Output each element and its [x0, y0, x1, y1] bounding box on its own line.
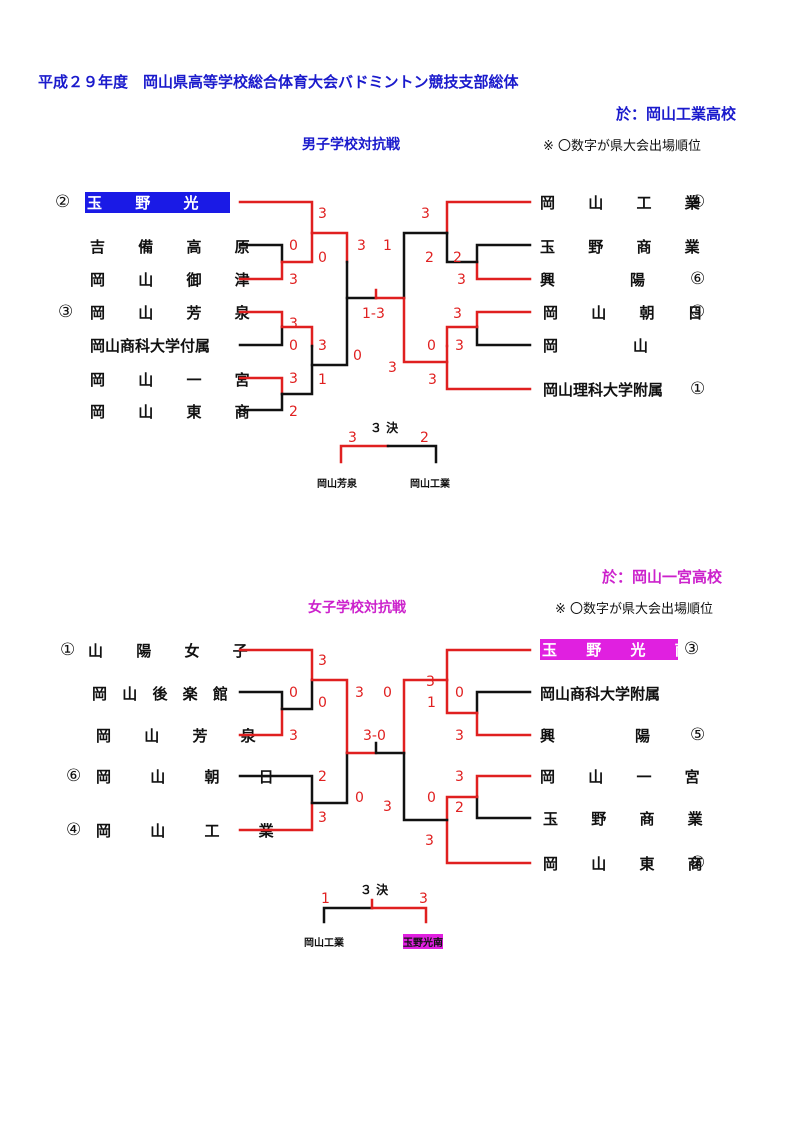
- boys-score: 2: [453, 250, 462, 266]
- boys-score: 3: [318, 206, 327, 222]
- boys-right-team-2: 玉 野 商 業: [540, 238, 714, 256]
- boys-score: 3: [428, 372, 437, 388]
- boys-right-team-5: 岡 山: [543, 337, 652, 355]
- girls-left-team-3: 岡 山 芳 泉: [96, 727, 270, 745]
- girls-score: 0: [427, 790, 436, 806]
- boys-right-mark-1: ④: [690, 192, 706, 212]
- girls-left-team-5: 岡 山 工 業: [96, 822, 291, 840]
- boys-third-team-1: 岡山芳泉: [317, 479, 357, 490]
- girls-score: 3: [455, 769, 464, 785]
- girls-score-final: 3-0: [363, 728, 386, 744]
- boys-score: 3: [457, 272, 466, 288]
- girls-score: 3: [455, 728, 464, 744]
- boys-right-team-3: 興 陽: [540, 271, 649, 289]
- boys-right-mark-4: ⑤: [690, 302, 706, 322]
- page-title: 平成２９年度 岡山県高等学校総合体育大会バドミントン競技支部総体: [38, 73, 519, 91]
- girls-third-score-1: 1: [321, 891, 330, 907]
- girls-right-team-2: 岡山商科大学附属: [540, 685, 661, 703]
- girls-right-team-6: 岡 山 東 商: [543, 855, 717, 873]
- girls-score: 3: [425, 833, 434, 849]
- girls-note: ※ 〇数字が県大会出場順位: [555, 602, 714, 617]
- boys-score: 3: [453, 306, 462, 322]
- girls-third-score-2: 3: [419, 891, 428, 907]
- girls-right-team-1: 玉 野 光 南: [540, 639, 702, 660]
- girls-third-team-1: 岡山工業: [304, 938, 344, 949]
- boys-score: 3: [421, 206, 430, 222]
- boys-heading: 男子学校対抗戦: [302, 137, 400, 153]
- boys-score: 0: [318, 250, 327, 266]
- boys-left-team-3: 岡 山 御 津: [90, 271, 264, 289]
- boys-left-team-7: 岡 山 東 商: [90, 403, 264, 421]
- girls-score: 3: [318, 810, 327, 826]
- boys-score: 2: [289, 404, 298, 420]
- boys-left-mark-4: ③: [58, 302, 74, 322]
- girls-score: 2: [318, 769, 327, 785]
- boys-left-team-6: 岡 山 一 宮: [90, 371, 264, 389]
- boys-right-team-1: 岡 山 工 業: [540, 194, 714, 212]
- boys-note: ※ 〇数字が県大会出場順位: [543, 139, 702, 154]
- boys-right-team-4: 岡 山 朝 日: [543, 304, 717, 322]
- girls-right-mark-3: ⑤: [690, 725, 706, 745]
- girls-left-team-4: 岡 山 朝 日: [96, 768, 291, 786]
- girls-third-label: ３ 決: [360, 883, 389, 897]
- boys-third-score-2: 2: [420, 430, 429, 446]
- boys-left-team-5: 岡山商科大学付属: [90, 337, 211, 355]
- boys-left-team-4: 岡 山 芳 泉: [90, 304, 264, 322]
- girls-left-mark-5: ④: [66, 820, 82, 840]
- girls-left-team-2: 岡 山 後 楽 館: [92, 685, 233, 703]
- girls-venue: 於：岡山一宮高校: [601, 568, 722, 586]
- girls-score: 0: [318, 695, 327, 711]
- boys-third-team-2: 岡山工業: [410, 479, 450, 490]
- girls-heading: 女子学校対抗戦: [308, 600, 406, 616]
- boys-score: 3: [318, 338, 327, 354]
- boys-right-team-6: 岡山理科大学附属: [543, 381, 664, 399]
- girls-score: 1: [427, 695, 436, 711]
- girls-third-team-2: 玉野光南: [403, 934, 443, 949]
- boys-right-mark-6: ①: [690, 379, 706, 399]
- boys-score: 0: [289, 238, 298, 254]
- boys-right-mark-3: ⑥: [690, 269, 706, 289]
- boys-score: 2: [425, 250, 434, 266]
- girls-left-mark-1: ①: [60, 640, 76, 660]
- boys-left-mark-1: ②: [55, 192, 71, 212]
- girls-score: 0: [455, 685, 464, 701]
- boys-score-final: 1-3: [362, 306, 385, 322]
- girls-right-mark-1: ③: [684, 639, 700, 659]
- girls-score: 3: [318, 653, 327, 669]
- girls-right-team-5: 玉 野 商 業: [543, 810, 717, 828]
- girls-score: 0: [289, 685, 298, 701]
- girls-left-mark-4: ⑥: [66, 766, 82, 786]
- girls-right-mark-6: ②: [690, 853, 706, 873]
- boys-score: 1: [318, 372, 327, 388]
- girls-right-team-3: 興 陽: [540, 727, 655, 745]
- girls-left-team-1: 山 陽 女 子: [88, 642, 262, 660]
- boys-left-team-2: 吉 備 高 原: [90, 238, 264, 256]
- boys-score: 3: [289, 371, 298, 387]
- boys-venue: 於：岡山工業高校: [615, 105, 736, 123]
- boys-score: 3: [289, 272, 298, 288]
- girls-score: 3: [426, 674, 435, 690]
- boys-score: 0: [289, 338, 298, 354]
- girls-score: 3: [355, 685, 364, 701]
- girls-score: 0: [383, 685, 392, 701]
- girls-score: 0: [355, 790, 364, 806]
- boys-score: 3: [289, 316, 298, 332]
- boys-score: 1: [383, 238, 392, 254]
- boys-score: 3: [357, 238, 366, 254]
- boys-score: 3: [388, 360, 397, 376]
- boys-left-team-1: 玉 野 光 南: [85, 192, 261, 213]
- boys-score: 0: [427, 338, 436, 354]
- girls-score: 3: [383, 799, 392, 815]
- girls-score: 3: [289, 728, 298, 744]
- boys-third-label: ３ 決: [370, 421, 399, 435]
- boys-score: 0: [353, 348, 362, 364]
- boys-score: 3: [455, 338, 464, 354]
- girls-right-team-4: 岡 山 一 宮: [540, 768, 714, 786]
- girls-score: 2: [455, 800, 464, 816]
- boys-third-score-1: 3: [348, 430, 357, 446]
